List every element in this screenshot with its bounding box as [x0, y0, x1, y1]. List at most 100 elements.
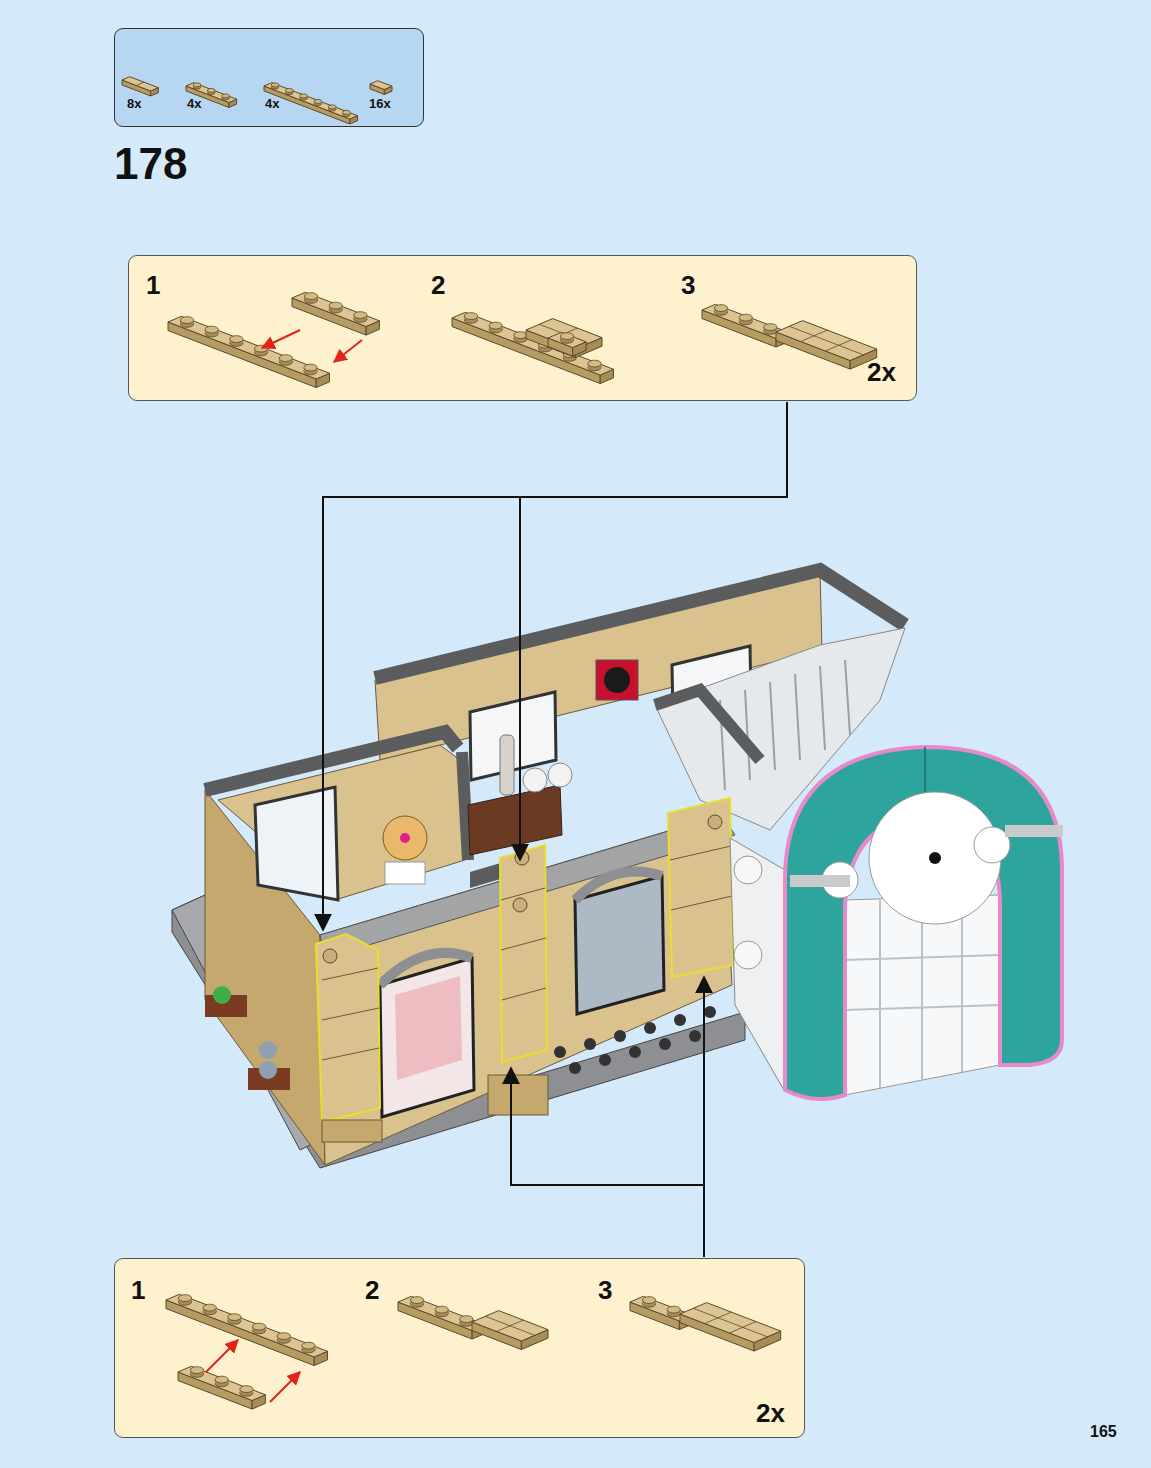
building-model: [614, 1030, 626, 1042]
building-model: [820, 666, 825, 750]
callout-number: 2x: [756, 1400, 785, 1426]
leader-lines: [323, 402, 787, 930]
building-model: [629, 1046, 641, 1058]
building-model: [655, 690, 760, 760]
lego-plate: [186, 83, 237, 103]
assembly-arrow: [262, 330, 300, 348]
building-model: [671, 896, 732, 910]
lego-plate: [252, 1323, 265, 1330]
lego-plate: [548, 332, 586, 356]
building-model: [380, 953, 472, 985]
building-model: [730, 838, 785, 1092]
lego-plate: [168, 322, 316, 388]
building-model: [845, 955, 1000, 960]
lego-plate: [292, 292, 379, 326]
building-model: [929, 852, 941, 864]
leader-lines: [511, 1068, 704, 1257]
lego-tile: [526, 319, 602, 349]
lego-plate: [328, 105, 336, 109]
callout-number: 2x: [867, 359, 896, 385]
building-model: [500, 845, 547, 1062]
building-model: [845, 1005, 1000, 1010]
assembly-arrow: [270, 1372, 300, 1402]
lego-plate: [764, 324, 777, 331]
lego-plate: [343, 110, 351, 114]
callout-number: 3: [598, 1277, 612, 1303]
building-model: [974, 827, 1010, 863]
lego-plate: [292, 292, 379, 335]
building-model: [734, 856, 762, 884]
building-model: [770, 682, 775, 770]
building-model: [708, 815, 722, 829]
lego-plate: [190, 1367, 203, 1374]
building-model: [213, 986, 231, 1004]
sub-build-box: 1232x: [114, 1258, 805, 1438]
building-model: [385, 862, 425, 884]
lego-plate: [207, 88, 215, 92]
lego-plate: [228, 1314, 241, 1321]
lego-plate: [329, 302, 342, 309]
lego-plate: [264, 86, 350, 124]
lego-plate: [300, 94, 308, 98]
lego-plate: [180, 317, 193, 324]
building-model: [790, 875, 850, 887]
lego-plate: [166, 1294, 328, 1365]
building-model: [515, 851, 529, 865]
lego-plate: [203, 1304, 216, 1311]
building-model: [921, 900, 923, 1080]
lego-plate: [277, 1333, 290, 1340]
part-quantity: 8x: [127, 97, 141, 110]
lego-plate: [222, 94, 230, 98]
building-model: [501, 938, 546, 950]
brick-illustrations: [122, 77, 877, 1409]
building-model: [323, 949, 337, 963]
lego-plate: [739, 314, 752, 321]
lego-tile: [370, 81, 392, 90]
lego-plate: [548, 332, 586, 347]
building-model: [575, 871, 662, 900]
callout-number: 2: [431, 272, 445, 298]
building-model: [879, 900, 881, 1088]
assembly-arrow: [206, 1340, 238, 1372]
building-model: [584, 1038, 596, 1050]
building-model: [380, 958, 474, 1117]
building-model: [383, 816, 427, 860]
lego-tile: [472, 1311, 548, 1341]
lego-plate: [667, 1306, 680, 1313]
building-model: [554, 1046, 566, 1058]
lego-plate: [354, 312, 367, 319]
lego-plate: [168, 316, 330, 379]
lego-plate: [215, 1376, 228, 1383]
lego-tile: [122, 77, 158, 91]
callout-number: 1: [146, 272, 160, 298]
building-model: [488, 1075, 548, 1115]
lego-plate: [314, 99, 322, 103]
building-model: [961, 897, 963, 1072]
building-model: [845, 897, 1000, 1088]
building-model: [596, 660, 638, 700]
step-number: 178: [114, 142, 187, 186]
building-model: [599, 1054, 611, 1066]
part-quantity: 16x: [369, 97, 391, 110]
lego-plate: [193, 83, 201, 87]
building-model: [513, 898, 527, 912]
lego-plate: [452, 312, 614, 375]
lego-plate: [302, 1342, 315, 1349]
lego-tile: [526, 319, 602, 358]
building-model: [255, 787, 338, 900]
lego-plate: [166, 1300, 314, 1366]
lego-plate: [178, 1366, 265, 1409]
building-model: [720, 660, 850, 790]
building-model: [502, 988, 546, 1000]
building-model: [400, 833, 410, 843]
lego-plate: [460, 1316, 473, 1323]
lego-tile: [472, 1311, 548, 1350]
lego-plate: [271, 83, 279, 87]
building-model: [604, 667, 630, 693]
assembly-arrow: [334, 340, 362, 362]
building-model: [785, 747, 1062, 1099]
lego-plate: [205, 326, 218, 333]
lego-plate: [230, 336, 243, 343]
